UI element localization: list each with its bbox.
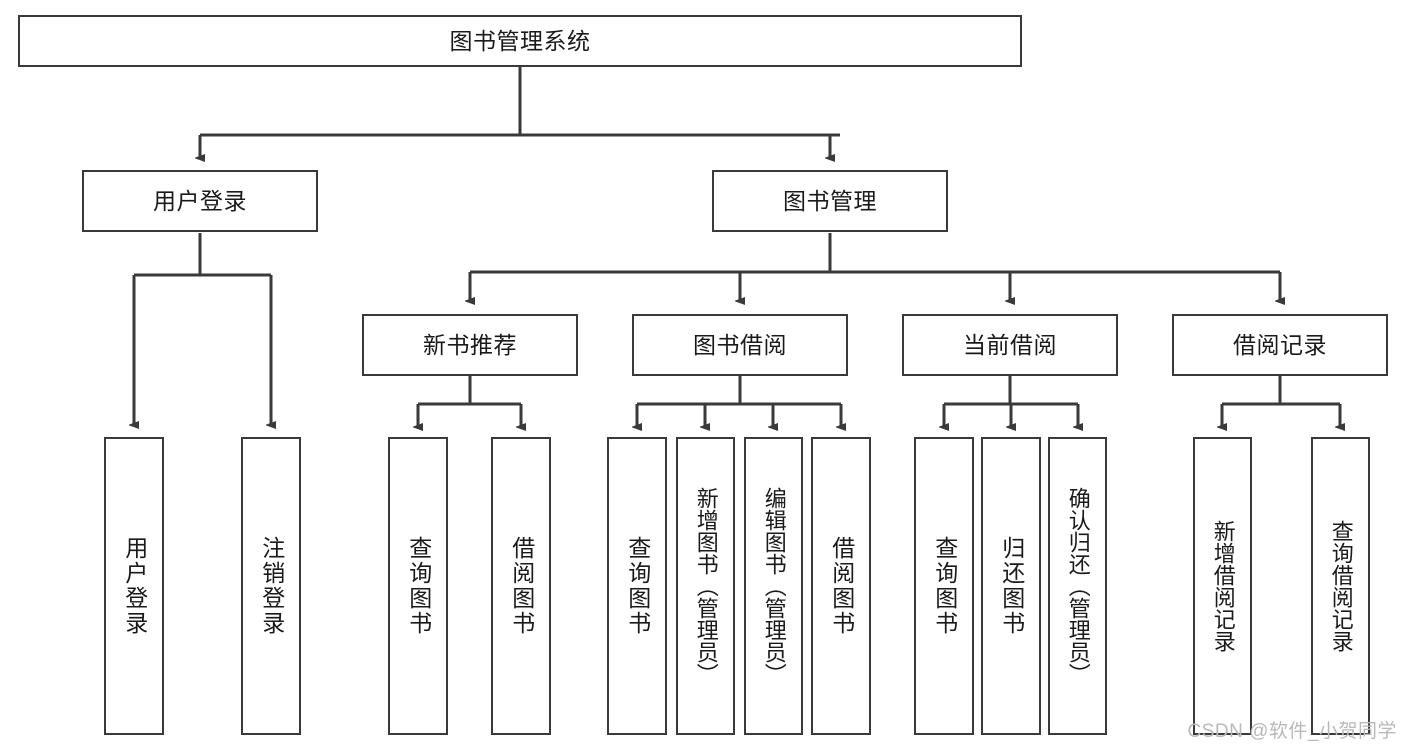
- node-book-management[interactable]: 图书管理: [712, 170, 948, 232]
- node-borrow-record[interactable]: 借阅记录: [1172, 314, 1388, 376]
- leaf-edit-book-label: 编辑图书（管理员）: [761, 487, 787, 685]
- leaf-add-borrow-record[interactable]: 新增借阅记录: [1193, 437, 1252, 735]
- leaf-query-book-borrow-label: 查询图书: [624, 536, 651, 636]
- leaf-add-book[interactable]: 新增图书（管理员）: [676, 437, 735, 735]
- leaf-query-book-current[interactable]: 查询图书: [914, 437, 974, 735]
- leaf-confirm-return[interactable]: 确认归还（管理员）: [1048, 437, 1107, 735]
- leaf-query-book-new-label: 查询图书: [405, 536, 432, 636]
- leaf-logout-label: 注销登录: [258, 536, 285, 636]
- node-book-management-label: 图书管理: [783, 187, 877, 214]
- leaf-borrow-book-borrow[interactable]: 借阅图书: [811, 437, 871, 735]
- leaf-confirm-return-label: 确认归还（管理员）: [1065, 487, 1091, 685]
- node-new-book-recommend-label: 新书推荐: [423, 331, 517, 358]
- leaf-user-login-label: 用户登录: [121, 536, 148, 636]
- leaf-borrow-book-borrow-label: 借阅图书: [828, 536, 855, 636]
- leaf-logout[interactable]: 注销登录: [241, 437, 301, 735]
- node-current-borrow[interactable]: 当前借阅: [902, 314, 1118, 376]
- node-user-login-label: 用户登录: [153, 187, 247, 214]
- leaf-query-book-new[interactable]: 查询图书: [388, 437, 448, 735]
- leaf-query-book-current-label: 查询图书: [931, 536, 958, 636]
- node-book-borrow-label: 图书借阅: [693, 331, 787, 358]
- node-borrow-record-label: 借阅记录: [1233, 331, 1327, 358]
- node-current-borrow-label: 当前借阅: [963, 331, 1057, 358]
- node-root-label: 图书管理系统: [449, 27, 591, 54]
- leaf-query-book-borrow[interactable]: 查询图书: [607, 437, 667, 735]
- leaf-return-book-label: 归还图书: [998, 536, 1025, 636]
- leaf-add-book-label: 新增图书（管理员）: [693, 487, 719, 685]
- leaf-borrow-book-new[interactable]: 借阅图书: [491, 437, 551, 735]
- node-root[interactable]: 图书管理系统: [18, 15, 1022, 67]
- leaf-return-book[interactable]: 归还图书: [981, 437, 1041, 735]
- leaf-query-borrow-record-label: 查询借阅记录: [1328, 520, 1354, 652]
- node-new-book-recommend[interactable]: 新书推荐: [362, 314, 578, 376]
- leaf-edit-book[interactable]: 编辑图书（管理员）: [744, 437, 803, 735]
- leaf-user-login[interactable]: 用户登录: [104, 437, 164, 735]
- node-book-borrow[interactable]: 图书借阅: [632, 314, 848, 376]
- node-user-login[interactable]: 用户登录: [82, 170, 318, 232]
- leaf-borrow-book-new-label: 借阅图书: [508, 536, 535, 636]
- leaf-add-borrow-record-label: 新增借阅记录: [1210, 520, 1236, 652]
- leaf-query-borrow-record[interactable]: 查询借阅记录: [1311, 437, 1370, 735]
